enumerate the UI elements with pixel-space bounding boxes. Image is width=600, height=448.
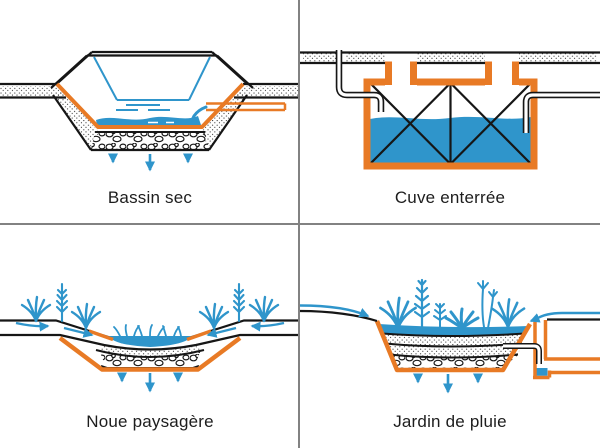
swale-diagram bbox=[0, 282, 300, 393]
runoff-arrows bbox=[15, 321, 285, 338]
caption-buried-tank: Cuve enterrée bbox=[394, 188, 506, 207]
horizontal-divider bbox=[0, 223, 600, 225]
ground-surface bbox=[300, 51, 600, 65]
panel-buried-tank: Cuve enterrée bbox=[300, 0, 600, 224]
inlet-pipes bbox=[335, 50, 600, 133]
surface-water bbox=[379, 324, 528, 336]
infiltration-arrows bbox=[413, 373, 483, 394]
garden-plants bbox=[379, 278, 526, 330]
pool-grass bbox=[113, 324, 182, 337]
ground-and-inflow bbox=[300, 304, 600, 323]
bank-plants bbox=[20, 282, 280, 330]
buried-tank-diagram bbox=[300, 50, 600, 170]
panel-swale: Noue paysagère bbox=[0, 224, 300, 448]
soil-layers bbox=[381, 332, 526, 368]
panel-rain-garden: Jardin de pluie bbox=[300, 224, 600, 448]
soil-layers bbox=[95, 346, 205, 369]
basin-outline bbox=[0, 50, 300, 152]
infiltration-arrows bbox=[108, 153, 193, 172]
caption-dry-basin: Bassin sec bbox=[107, 188, 193, 207]
inner-basin-lines bbox=[93, 56, 211, 111]
caption-swale: Noue paysagère bbox=[86, 412, 214, 431]
inflow-pipe bbox=[190, 102, 287, 122]
panel-dry-basin: Bassin sec bbox=[0, 0, 300, 224]
infiltration-arrows bbox=[117, 372, 183, 393]
water-pool bbox=[96, 116, 201, 125]
dry-basin-diagram bbox=[0, 50, 300, 172]
cross-bracing bbox=[369, 82, 532, 165]
basin-liner bbox=[55, 82, 245, 129]
rain-garden-diagram bbox=[300, 278, 600, 394]
swale-pool bbox=[109, 336, 191, 347]
caption-rain-garden: Jardin de pluie bbox=[393, 412, 507, 431]
gravel-bed bbox=[91, 131, 209, 149]
overflow-structure bbox=[503, 320, 600, 380]
